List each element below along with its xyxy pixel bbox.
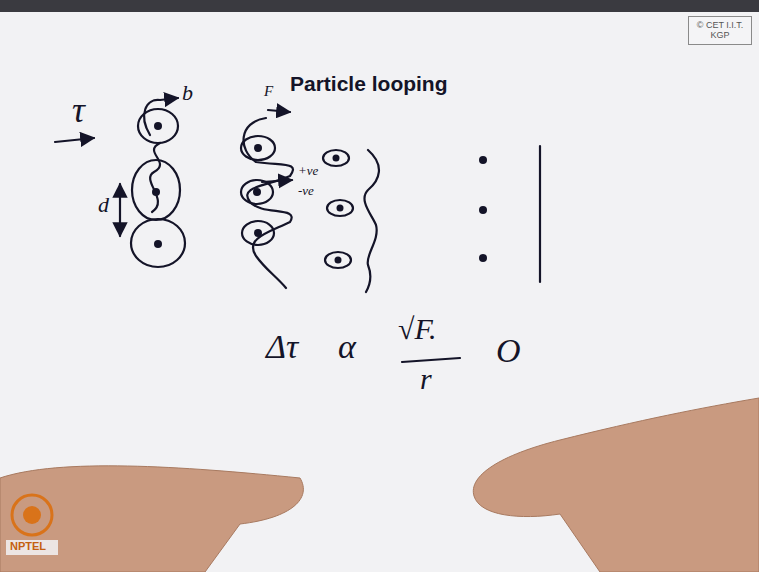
formula-denominator: r [420, 364, 432, 394]
burgers-vector-label: b [182, 82, 193, 104]
ink-drawing [55, 98, 540, 362]
spacing-label: d [98, 194, 109, 216]
shear-stress-symbol: τ [72, 92, 85, 128]
proportional-symbol: α [338, 330, 356, 364]
formula-term: O [496, 334, 521, 368]
formula-numerator: √F. [398, 314, 436, 344]
sign-label: +ve [298, 164, 318, 177]
sign-label: -ve [298, 184, 314, 197]
formula-term: Δτ [266, 330, 298, 364]
nptel-logo [6, 495, 58, 555]
logo-text: NPTEL [10, 541, 46, 552]
force-label: F [264, 84, 273, 99]
top-edge [0, 0, 759, 12]
hands [0, 398, 759, 572]
particle-dots [152, 122, 487, 264]
slide-title: Particle looping [290, 72, 448, 96]
copyright-stamp: © CET I.I.T. KGP [688, 16, 752, 45]
stamp-text: © CET I.I.T. KGP [692, 20, 748, 41]
